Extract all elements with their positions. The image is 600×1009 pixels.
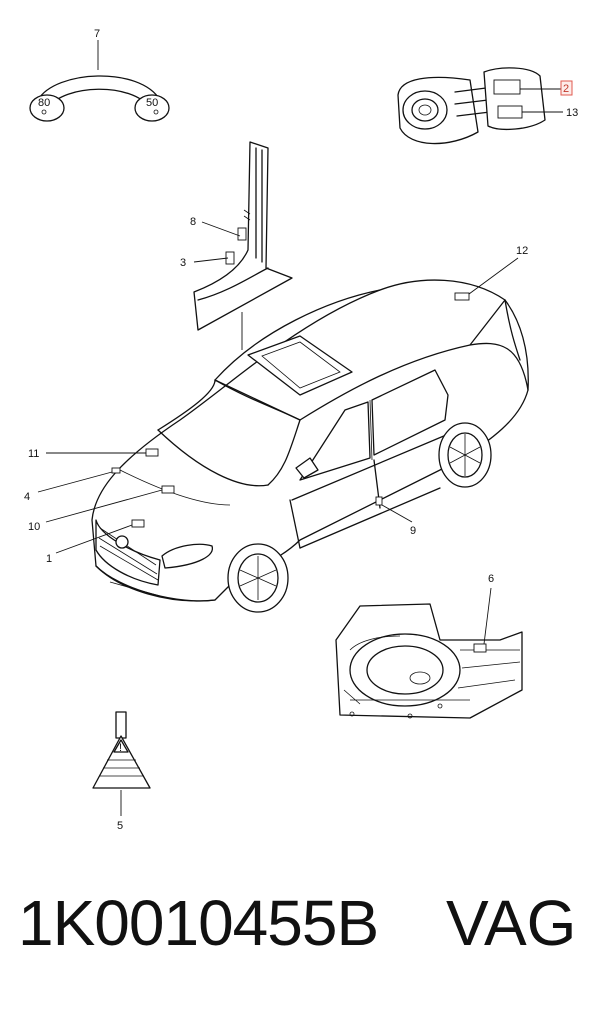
- item-2-label: [493, 79, 521, 95]
- item-4-label: [111, 467, 121, 474]
- item-13-label: [497, 105, 523, 119]
- callout-12: 12: [516, 245, 528, 257]
- leader-10: [45, 489, 163, 523]
- callout-9: 9: [410, 525, 416, 537]
- svg-text:80: 80: [38, 97, 50, 109]
- b-pillar-illustration: [193, 141, 293, 331]
- callout-3: 3: [180, 257, 186, 269]
- leader-9: [381, 504, 413, 523]
- callout-11: 11: [28, 448, 39, 460]
- item-9-label: [375, 496, 383, 506]
- callout-13: 13: [566, 107, 578, 119]
- callout-6: 6: [488, 573, 494, 585]
- parts-diagram: 80 50 7 2 13 8 3: [24, 28, 578, 832]
- car-illustration: [91, 279, 529, 613]
- svg-text:50: 50: [146, 97, 158, 109]
- item-12-label: [454, 292, 470, 301]
- item-10-label: [161, 485, 175, 494]
- item-6-label: [473, 643, 487, 653]
- callout-10: 10: [28, 521, 40, 533]
- leader-12: [468, 257, 519, 295]
- leader-3: [193, 257, 229, 263]
- part-number-text: 1K0010455B: [18, 887, 379, 959]
- leader-8: [201, 221, 241, 237]
- callout-1: 1: [46, 553, 52, 565]
- callout-2-highlight-box: [560, 80, 573, 96]
- callout-5: 5: [117, 820, 123, 832]
- fuel-filler-flap-illustration: [397, 67, 546, 145]
- item-7-visor-clip-illustration: 80 50: [29, 75, 170, 122]
- callout-8: 8: [190, 216, 196, 228]
- leader-4: [37, 471, 113, 493]
- callout-2: 2: [563, 83, 569, 95]
- leader-6: [483, 587, 492, 645]
- callout-7: 7: [94, 28, 100, 40]
- item-5-warning-label-illustration: !: [92, 711, 151, 789]
- callout-4: 4: [24, 491, 30, 503]
- item-6-floor-pan-illustration: [335, 603, 523, 719]
- svg-text:!: !: [119, 742, 122, 754]
- brand-text: VAG: [446, 887, 577, 959]
- item-1-label: [131, 519, 145, 528]
- leader-1: [55, 524, 133, 554]
- item-11-label: [145, 448, 159, 457]
